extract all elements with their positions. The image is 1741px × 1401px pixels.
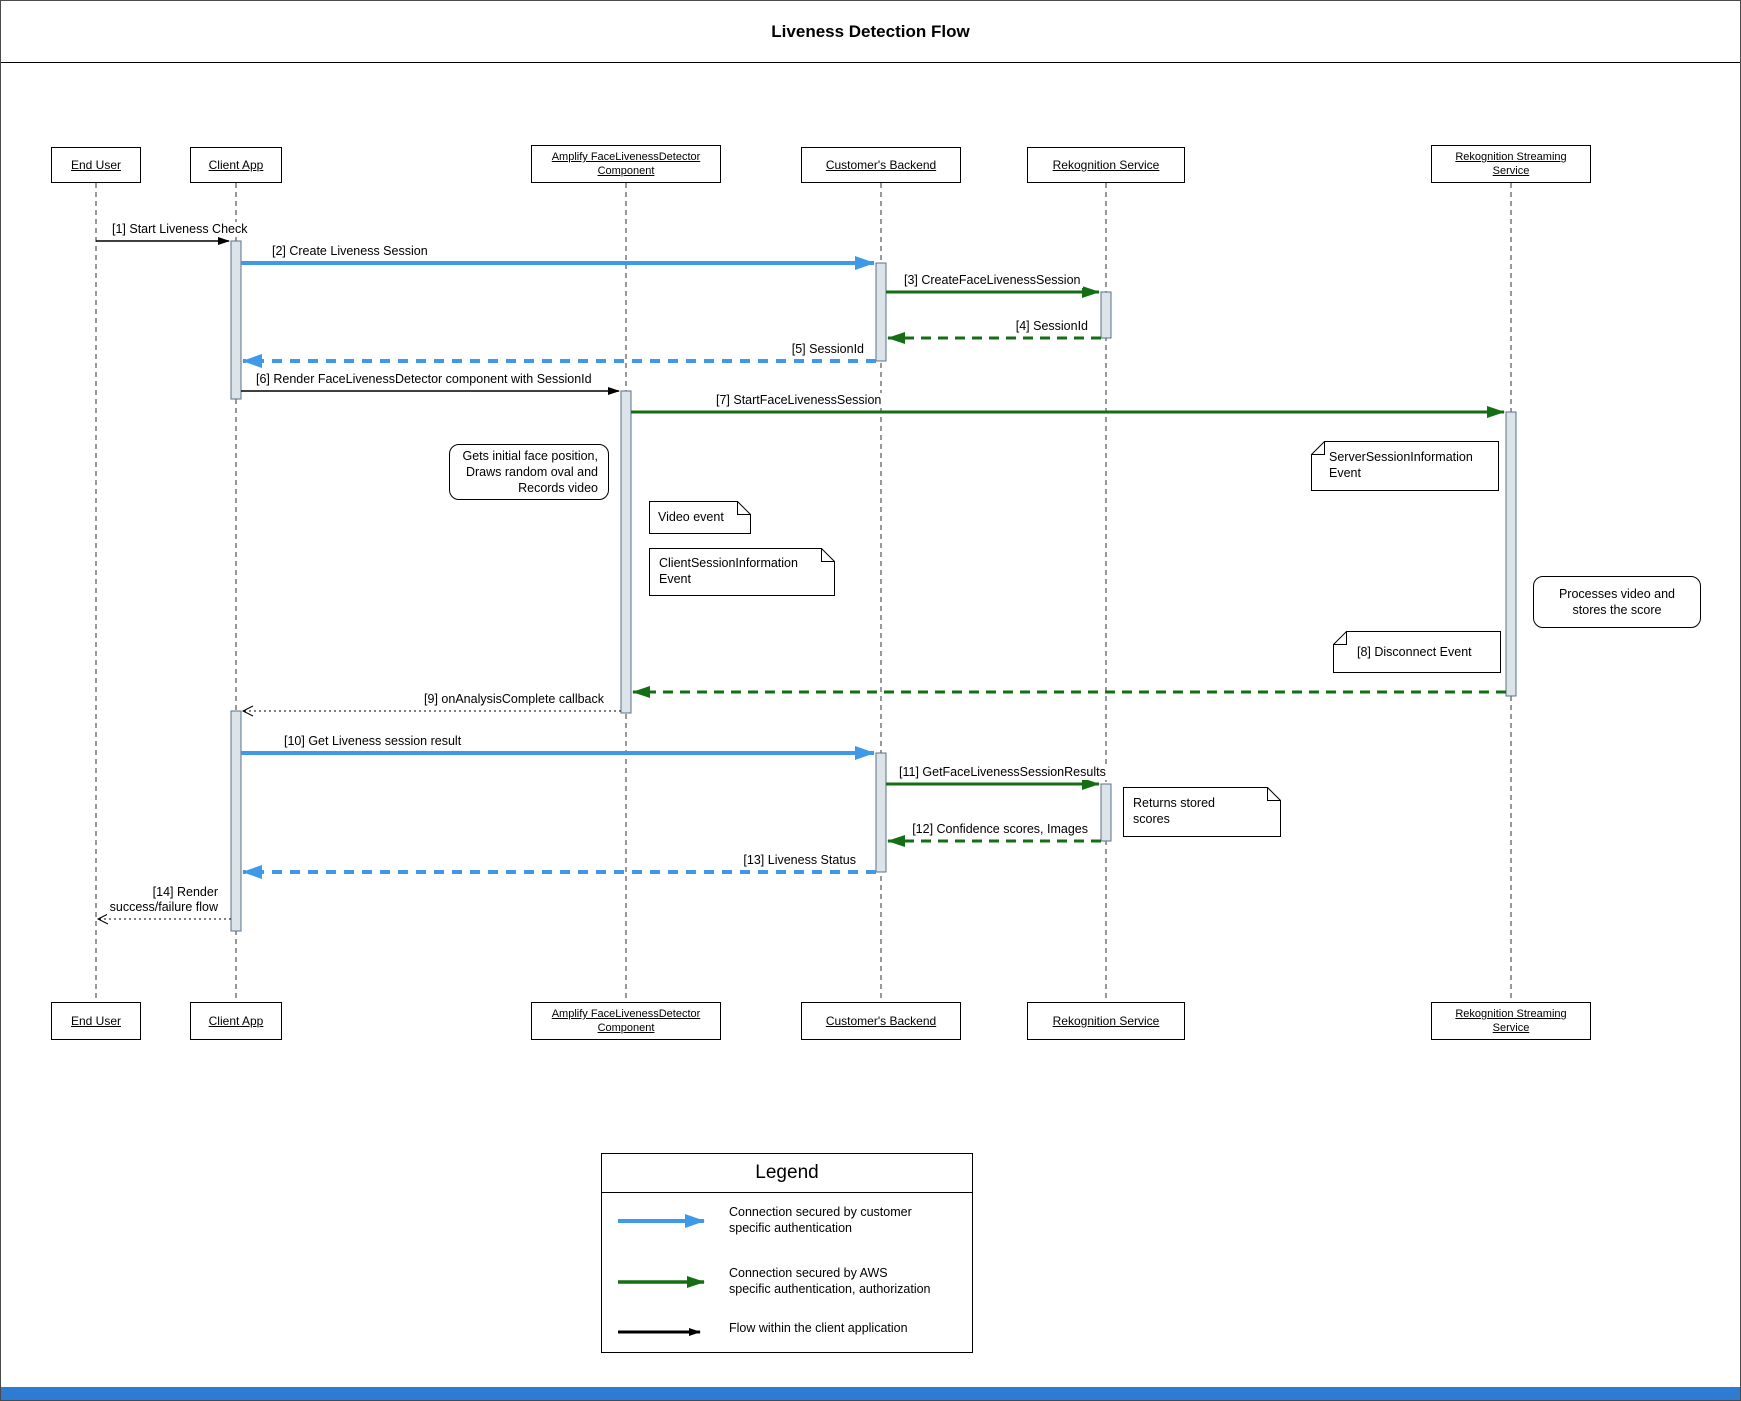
actor-top-rekognition-service: Rekognition Service	[1027, 147, 1185, 183]
note-gets-face-position: Gets initial face position, Draws random…	[449, 444, 609, 500]
actor-top-end-user: End User	[51, 147, 141, 183]
message-12-label: [12] Confidence scores, Images	[909, 822, 1091, 837]
message-10-label: [10] Get Liveness session result	[281, 734, 465, 749]
legend-client-flow-arrow-icon	[618, 1328, 701, 1336]
activation-amplify	[620, 390, 632, 714]
activation-backend-2	[875, 752, 887, 873]
activation-rekognition-2	[1100, 783, 1112, 842]
message-13-label: [13] Liveness Status	[740, 853, 859, 868]
message-6-label: [6] Render FaceLivenessDetector componen…	[253, 372, 595, 387]
message-9-label: [9] onAnalysisComplete callback	[421, 692, 607, 707]
note-client-session-information: ClientSessionInformation Event	[649, 548, 835, 596]
actor-top-rekognition-streaming: Rekognition Streaming Service	[1431, 145, 1591, 183]
note-server-session-information: ServerSessionInformation Event	[1311, 441, 1499, 491]
note-returns-stored-scores: Returns stored scores	[1123, 787, 1281, 837]
message-14-label: [14] Render success/failure flow	[106, 885, 221, 915]
title-bar: Liveness Detection Flow	[1, 1, 1740, 63]
actor-bottom-amplify-component: Amplify FaceLivenessDetector Component	[531, 1002, 721, 1040]
activation-backend-1	[875, 262, 887, 362]
diagram-title: Liveness Detection Flow	[771, 21, 970, 41]
actor-bottom-client-app: Client App	[190, 1002, 282, 1040]
message-11-label: [11] GetFaceLivenessSessionResults	[896, 765, 1109, 780]
message-2-label: [2] Create Liveness Session	[269, 244, 431, 259]
legend-customer-auth-arrow-icon	[618, 1214, 705, 1228]
legend-item-customer-auth: Connection secured by customer specific …	[729, 1205, 912, 1235]
actor-top-client-app: Client App	[190, 147, 282, 183]
actor-bottom-end-user: End User	[51, 1002, 141, 1040]
message-3-label: [3] CreateFaceLivenessSession	[901, 273, 1084, 288]
actor-top-customers-backend: Customer's Backend	[801, 147, 961, 183]
actor-top-amplify-component: Amplify FaceLivenessDetector Component	[531, 145, 721, 183]
message-5-label: [5] SessionId	[788, 342, 867, 357]
activation-client-app-2	[230, 710, 242, 932]
actor-bottom-rekognition-service: Rekognition Service	[1027, 1002, 1185, 1040]
legend: Legend Connection secured by customer sp…	[601, 1153, 973, 1353]
note-shape	[1333, 631, 1501, 673]
note-shape	[649, 548, 835, 596]
note-disconnect-event: [8] Disconnect Event	[1333, 631, 1501, 673]
note-shape	[1123, 787, 1281, 837]
legend-title: Legend	[602, 1154, 972, 1193]
activation-client-app-1	[230, 240, 242, 400]
message-1-label: [1] Start Liveness Check	[109, 222, 251, 237]
legend-item-client-flow: Flow within the client application	[729, 1321, 908, 1335]
message-4-label: [4] SessionId	[1012, 319, 1091, 334]
note-video-event: Video event	[649, 501, 751, 534]
note-shape	[1311, 441, 1499, 491]
message-7-label: [7] StartFaceLivenessSession	[713, 393, 885, 408]
note-shape	[649, 501, 751, 534]
activation-streaming	[1505, 411, 1517, 697]
note-processes-video: Processes video and stores the score	[1533, 576, 1701, 628]
actor-bottom-customers-backend: Customer's Backend	[801, 1002, 961, 1040]
activation-rekognition-1	[1100, 291, 1112, 339]
legend-item-aws-auth: Connection secured by AWS specific authe…	[729, 1266, 931, 1296]
bottom-accent-bar	[1, 1387, 1740, 1400]
actor-bottom-rekognition-streaming: Rekognition Streaming Service	[1431, 1002, 1591, 1040]
legend-aws-auth-arrow-icon	[618, 1276, 705, 1288]
